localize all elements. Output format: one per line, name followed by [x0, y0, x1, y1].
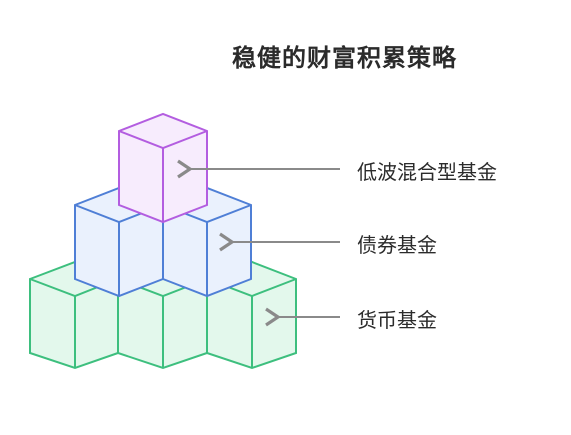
cube-bottom-3 — [206, 260, 297, 370]
label-money-market-fund: 货币基金 — [357, 308, 437, 332]
label-bond-fund: 债券基金 — [357, 233, 437, 257]
tier-top-cube — [118, 112, 208, 224]
diagram-title: 稳健的财富积累策略 — [232, 44, 457, 72]
label-low-volatility-hybrid-fund: 低波混合型基金 — [357, 160, 497, 184]
